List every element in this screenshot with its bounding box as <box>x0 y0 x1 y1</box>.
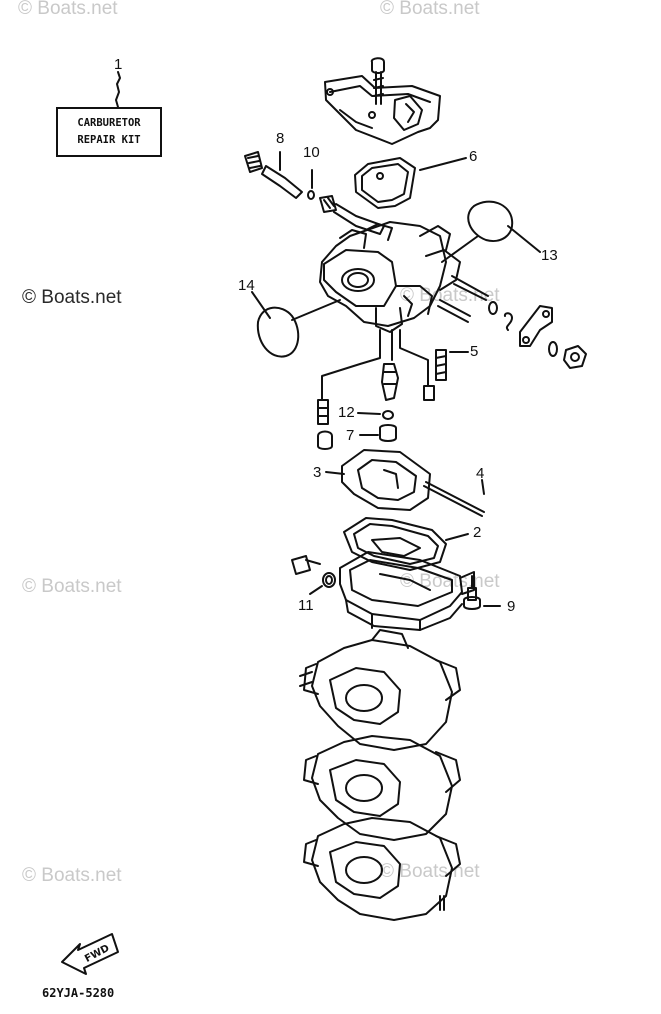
watermark: © Boats.net <box>380 0 480 19</box>
diagram-code: 62YJA-5280 <box>42 986 115 1000</box>
repair-kit-label: CARBURETOR REPAIR KIT <box>56 107 162 157</box>
callout-10: 10 <box>303 144 320 161</box>
watermark: © Boats.net <box>22 287 122 308</box>
gasket-2 <box>343 517 469 571</box>
gasket-13 <box>467 200 541 253</box>
carburetor-body <box>319 221 489 333</box>
callout-1: 1 <box>114 56 123 73</box>
o-ring-10 <box>307 169 315 200</box>
drain-screw-11 <box>291 555 336 595</box>
jets-and-leaders <box>317 329 435 450</box>
callout-9: 9 <box>507 598 516 615</box>
screw-9 <box>463 575 501 610</box>
watermark: © Boats.net <box>22 865 122 886</box>
callout-6: 6 <box>469 148 478 165</box>
float-bowl <box>339 551 475 631</box>
float-3 <box>325 449 431 511</box>
gasket-14 <box>251 291 341 358</box>
watermark: © Boats.net <box>18 0 118 19</box>
callout-5: 5 <box>470 343 479 360</box>
callout-3: 3 <box>313 464 322 481</box>
jet-part <box>319 195 385 235</box>
callout-12: 12 <box>338 404 355 421</box>
screw-5 <box>435 349 469 381</box>
gasket-6 <box>354 157 467 209</box>
float-pin-4 <box>423 479 485 517</box>
callout-2: 2 <box>473 524 482 541</box>
watermark: © Boats.net <box>22 576 122 597</box>
pilot-screw <box>244 151 303 199</box>
fwd-arrow-icon <box>61 933 119 975</box>
repair-kit-line2: REPAIR KIT <box>77 134 141 146</box>
leader-1 <box>115 71 121 108</box>
watermark: © Boats.net <box>380 861 480 882</box>
callout-11: 11 <box>298 597 314 614</box>
callout-13: 13 <box>541 247 558 264</box>
linkage-parts <box>488 301 587 369</box>
repair-kit-line1: CARBURETOR <box>77 117 141 129</box>
callout-8: 8 <box>276 130 285 147</box>
callout-4: 4 <box>476 465 485 482</box>
callout-7: 7 <box>346 427 355 444</box>
bracket-screw <box>370 57 385 105</box>
callout-14: 14 <box>238 277 255 294</box>
carburetor-assembly <box>299 629 461 921</box>
